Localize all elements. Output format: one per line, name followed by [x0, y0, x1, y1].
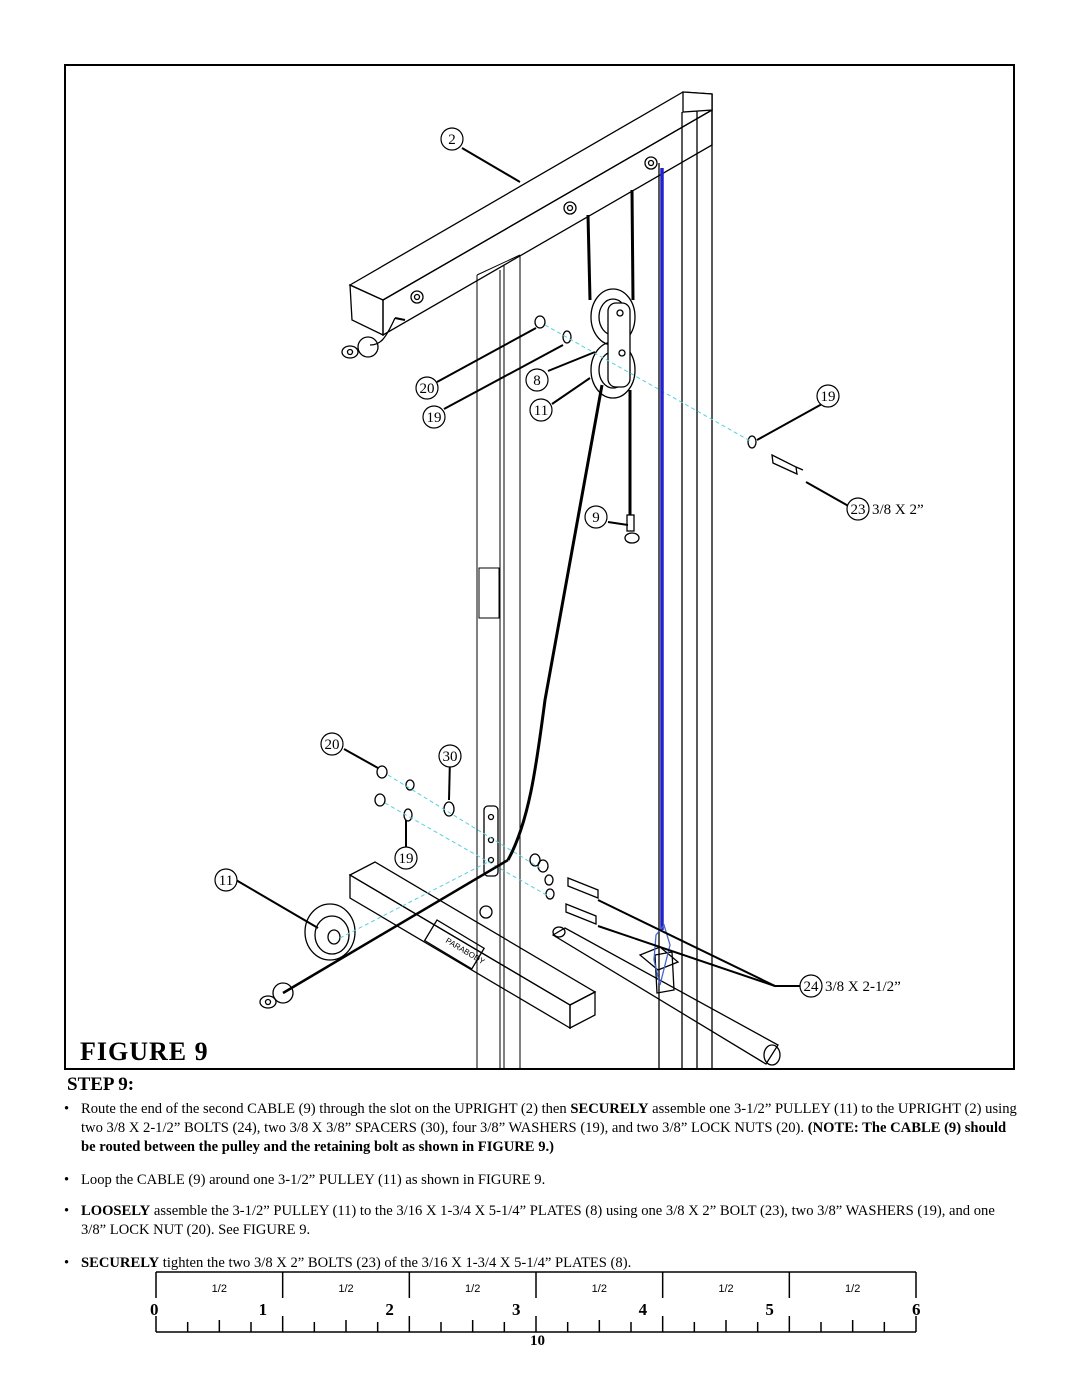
callout-11-upper: 11 [529, 398, 553, 422]
cable-9-end [624, 514, 640, 544]
ruler-number: 0 [150, 1300, 159, 1319]
upper-hardware-left [534, 315, 572, 344]
page-number: 10 [530, 1333, 545, 1349]
top-beam [348, 91, 713, 337]
callout-23: 23 [846, 497, 870, 521]
ruler-number: 4 [639, 1300, 648, 1319]
bullet-dot: • [64, 1255, 70, 1271]
leader-lines [235, 147, 853, 987]
bullet-dot: • [64, 1203, 70, 1219]
callout-23-label: 3/8 X 2” [872, 502, 924, 518]
ruler-number: 3 [512, 1300, 521, 1319]
bullet-dot: • [64, 1172, 70, 1188]
upright [658, 94, 713, 1068]
callout-9: 9 [584, 505, 608, 529]
svg-text:11: 11 [219, 873, 233, 889]
ruler-number: 1 [259, 1300, 268, 1319]
handle-bracket [638, 946, 680, 994]
callout-8: 8 [525, 368, 549, 392]
ruler-half-label: 1/2 [338, 1283, 353, 1295]
instruction-bullet-3: • LOOSELY assemble the 3-1/2” PULLEY (11… [64, 1203, 995, 1238]
svg-text:19: 19 [427, 410, 442, 426]
base-tube [348, 861, 597, 1030]
lower-hardware-right [529, 853, 599, 925]
lower-bracket [483, 805, 499, 877]
handle-tube [551, 926, 781, 1066]
svg-text:20: 20 [420, 381, 435, 397]
ruler-half-label: 1/2 [212, 1283, 227, 1295]
assembly-diagram: 2 20 19 8 11 19 9 23 3/8 X 2” 20 30 19 1… [214, 91, 924, 1068]
callout-19-lower: 19 [394, 846, 418, 870]
svg-text:24: 24 [804, 979, 820, 995]
callout-24: 24 [799, 974, 823, 998]
lower-cable-ball [259, 982, 294, 1009]
ruler-half-label: 1/2 [718, 1283, 733, 1295]
callout-20-upper: 20 [415, 376, 439, 400]
instruction-bullet-2: • Loop the CABLE (9) around one 3-1/2” P… [64, 1172, 546, 1188]
step-title: STEP 9: [67, 1074, 135, 1095]
ruler-number: 5 [765, 1300, 774, 1319]
ruler-half-label: 1/2 [845, 1283, 860, 1295]
alignment-lines [339, 324, 753, 939]
upper-pulleys [590, 288, 636, 399]
svg-text:30: 30 [443, 749, 458, 765]
svg-text:19: 19 [399, 851, 414, 867]
svg-text:2: 2 [448, 132, 456, 148]
callout-30: 30 [438, 744, 462, 768]
svg-text:20: 20 [325, 737, 340, 753]
lower-hardware-left [374, 765, 455, 822]
ruler-half-label: 1/2 [465, 1283, 480, 1295]
callout-24-label: 3/8 X 2-1/2” [825, 979, 901, 995]
instruction-bullet-1: • Route the end of the second CABLE (9) … [64, 1101, 1017, 1155]
end-cable-ball [341, 317, 396, 359]
rear-frame [476, 254, 521, 1068]
figure-frame [64, 64, 1015, 1070]
callout-19-upper-left: 19 [422, 405, 446, 429]
callout-2: 2 [440, 127, 464, 151]
callout-20-lower: 20 [320, 732, 344, 756]
svg-text:8: 8 [533, 373, 541, 389]
lower-pulley [304, 903, 356, 961]
figure-title: FIGURE 9 [80, 1037, 209, 1066]
ruler-number: 6 [912, 1300, 921, 1319]
svg-text:9: 9 [592, 510, 600, 526]
bullet-dot: • [64, 1101, 70, 1117]
svg-text:23: 23 [851, 502, 866, 518]
svg-text:11: 11 [534, 403, 548, 419]
callout-11-lower: 11 [214, 868, 238, 892]
bolt-23-and-washer [747, 435, 804, 476]
instruction-bullet-4: • SECURELY tighten the two 3/8 X 2” BOLT… [64, 1255, 632, 1271]
ruler-half-label: 1/2 [592, 1283, 607, 1295]
ruler-number: 2 [385, 1300, 394, 1319]
callout-19-right: 19 [816, 384, 840, 408]
cables [282, 189, 635, 995]
svg-text:19: 19 [821, 389, 836, 405]
